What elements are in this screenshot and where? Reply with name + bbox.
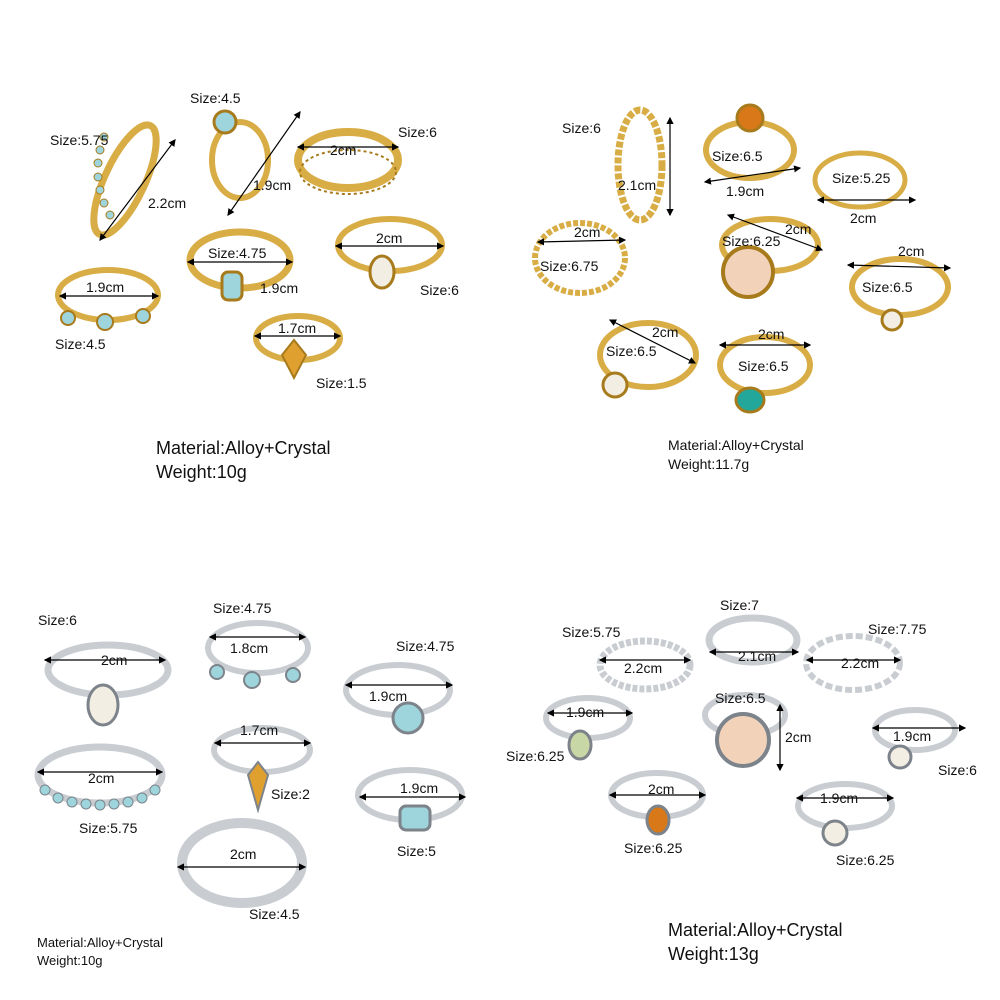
size-label: Size:6.75 [540,258,599,274]
silver-ring-icon [355,767,465,832]
gold-ring-icon [597,320,699,399]
dimension-label: 2cm [88,770,115,786]
dimension-label: 2cm [758,326,785,342]
size-label: Size:6 [420,282,459,298]
dimension-label: 2.2cm [148,195,187,211]
silver-ring-icon [343,662,453,735]
gold-ring-set-1-illustration [55,109,445,381]
size-label: Size:6.5 [715,690,766,706]
material-text: Material:Alloy+Crystal [156,438,331,458]
gold-ring-set-2-illustration [532,103,952,414]
panel-gold-set-1: Size:5.75 2.2cm Size:4.5 1.9cm 2cm Size:… [0,0,500,500]
size-label: Size:4.5 [55,336,106,352]
size-label: Size:4.75 [396,638,455,654]
size-label: Size:6.25 [506,748,565,764]
gold-ring-icon [614,106,666,224]
gold-ring-icon [717,334,813,414]
dimension-label: 2cm [652,324,679,340]
size-label: Size:1.5 [316,375,367,391]
silver-ring-icon [705,614,801,666]
size-label: Size:5 [397,843,436,859]
dimension-label: 1.9cm [400,780,439,796]
silver-ring-icon [211,725,313,814]
gold-ring-icon [812,150,908,210]
dimension-label: 2cm [330,142,357,158]
dimension-label: 2.1cm [618,177,657,193]
dimension-label: 1.7cm [278,320,317,336]
dimension-label: 1.9cm [726,183,765,199]
silver-ring-icon [44,641,172,727]
material-text: Material:Alloy+Crystal [37,935,164,950]
dimension-label: 2.2cm [624,660,663,676]
size-label: Size:6.5 [606,343,657,359]
size-label: Size:6 [38,612,77,628]
gold-ring-icon [849,256,951,332]
dimension-label: 2.1cm [738,648,777,664]
weight-text: Weight:11.7g [668,455,750,472]
gold-ring-icon [703,103,797,181]
dimension-label: 1.9cm [86,279,125,295]
size-label: Size:4.5 [249,906,300,922]
size-label: Size:2 [271,786,310,802]
weight-text: Weight:10g [37,952,103,968]
size-label: Size:6 [398,124,437,140]
panel-gold-set-2: Size:6 2.1cm Size:6.5 1.9cm Size:5.25 2c… [500,0,1000,500]
size-label: Size:6 [562,120,601,136]
size-label: Size:6.25 [836,852,895,868]
size-label: Size:4.75 [208,245,267,261]
size-label: Size:6.5 [862,279,913,295]
dimension-label: 1.9cm [260,280,299,296]
size-label: Size:5.75 [562,624,621,640]
size-label: Size:6 [938,762,977,778]
size-label: Size:6.25 [624,840,683,856]
dimension-label: 2cm [898,243,925,259]
dimension-label: 1.9cm [253,177,292,193]
panel-silver-set-2: Size:5.75 2.2cm Size:7 2.1cm Size:7.75 2… [500,500,1000,1000]
dimension-label: 2cm [785,729,812,745]
dimension-label: 2cm [785,221,812,237]
silver-ring-icon [795,781,895,847]
dimension-label: 2cm [376,230,403,246]
size-label: Size:5.75 [79,820,138,836]
product-info: Material:Alloy+Crystal Weight:11.7g [668,436,804,474]
material-text: Material:Alloy+Crystal [668,437,804,453]
dimension-label: 1.7cm [240,722,279,738]
material-text: Material:Alloy+Crystal [668,920,843,940]
dimension-label: 1.9cm [820,790,859,806]
size-label: Size:6.5 [738,358,789,374]
dimension-label: 2cm [101,652,128,668]
size-label: Size:5.75 [50,132,109,148]
silver-ring-icon [596,637,694,693]
dimension-label: 2cm [230,846,257,862]
silver-ring-icon [702,692,788,768]
size-label: Size:4.5 [190,90,241,106]
dimension-label: 2.2cm [841,655,880,671]
weight-text: Weight:10g [156,462,247,483]
size-label: Size:5.25 [832,170,891,186]
size-label: Size:6.25 [722,233,781,249]
silver-ring-set-1-illustration [34,620,467,908]
gold-ring-icon [532,220,628,296]
silver-ring-set-2-illustration [543,614,967,847]
product-info: Material:Alloy+Crystal Weight:13g [668,918,843,967]
dimension-label: 1.9cm [369,688,408,704]
dimension-label: 2cm [574,224,601,240]
size-label: Size:6.5 [712,148,763,164]
size-label: Size:7.75 [868,621,927,637]
dimension-label: 1.9cm [566,704,605,720]
silver-ring-icon [177,818,307,908]
silver-ring-icon [205,620,311,689]
silver-ring-icon [543,695,633,761]
weight-text: Weight:13g [668,944,759,965]
panel-silver-set-1: Size:6 2cm Size:4.75 1.8cm Size:4.75 1.9… [0,500,500,1000]
product-info: Material:Alloy+Crystal Weight:10g [37,934,163,969]
dimension-label: 1.9cm [893,728,932,744]
dimension-label: 1.8cm [230,640,269,656]
dimension-label: 2cm [648,781,675,797]
size-label: Size:7 [720,597,759,613]
dimension-label: 2cm [850,210,877,226]
product-info: Material:Alloy+Crystal Weight:10g [156,436,331,485]
size-label: Size:4.75 [213,600,272,616]
